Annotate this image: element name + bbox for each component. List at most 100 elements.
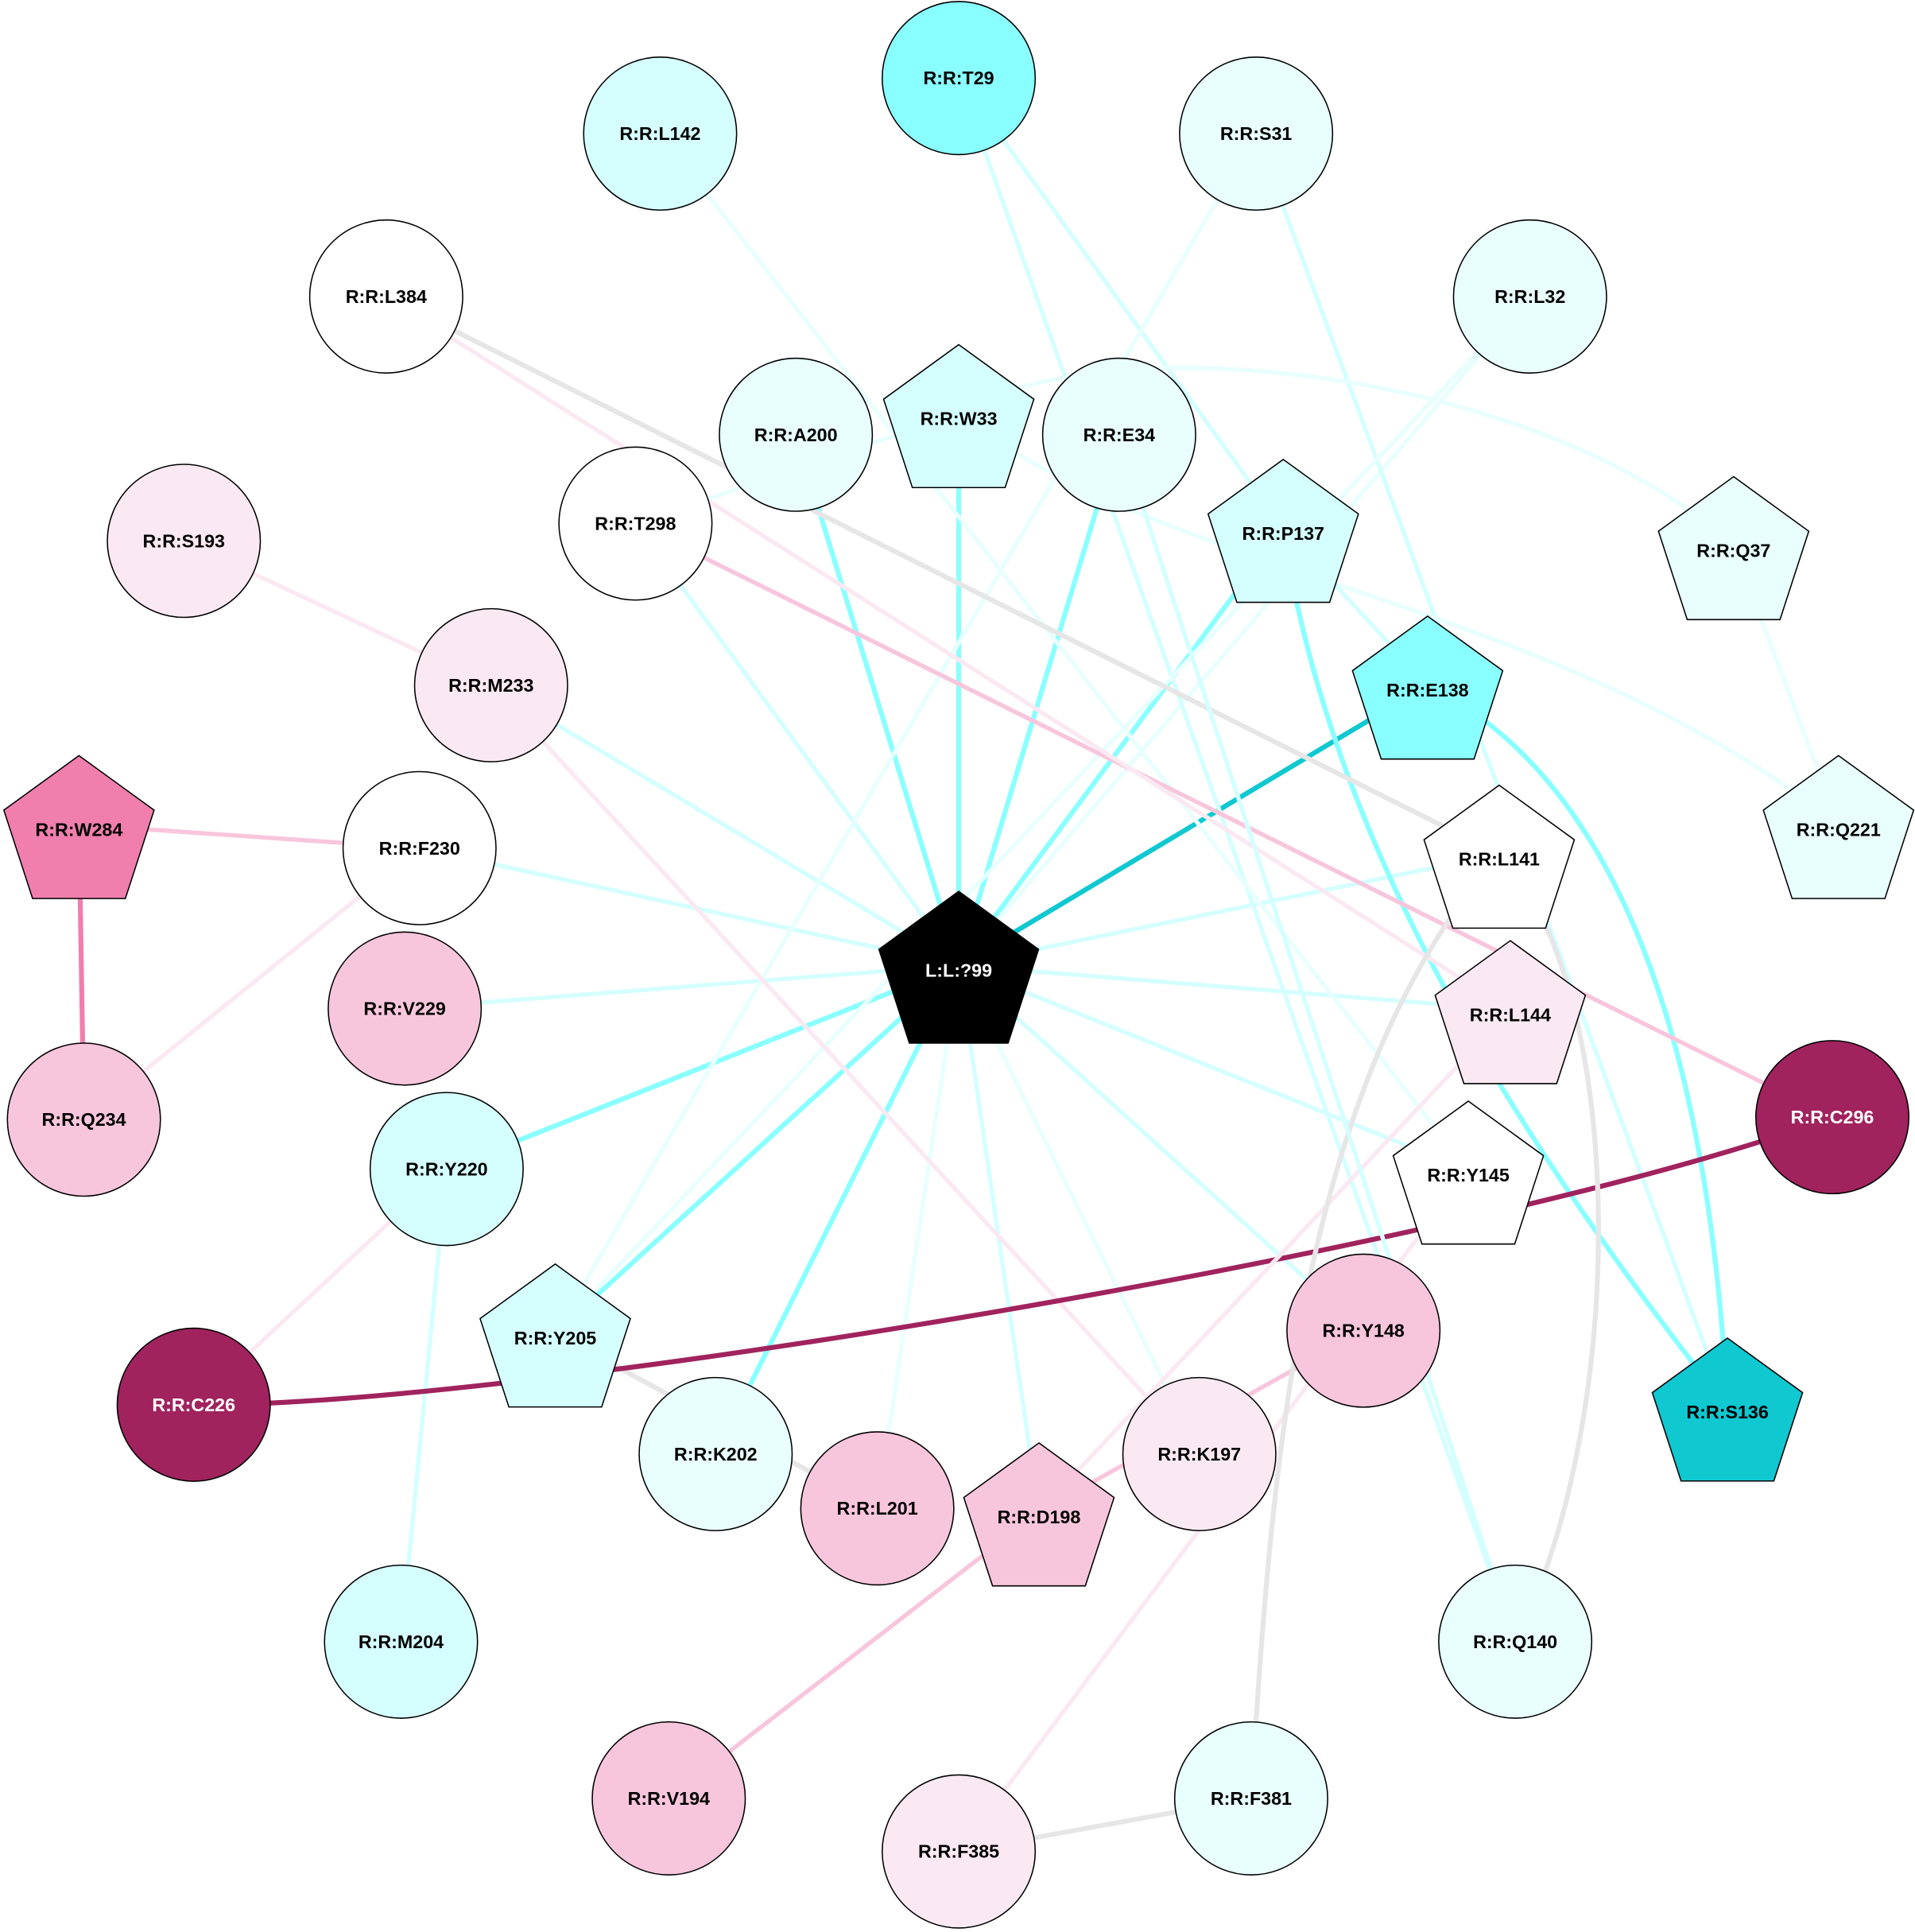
node-y205[interactable]: R:R:Y205 <box>479 1263 631 1408</box>
circle-node-shape <box>591 1721 746 1876</box>
circle-node-shape <box>800 1431 955 1586</box>
node-label: R:R:M204 <box>359 1631 444 1652</box>
node-l201[interactable]: R:R:L201 <box>800 1431 955 1586</box>
edge-m233-k197 <box>489 684 1201 1456</box>
edge-lig-m233 <box>490 683 960 968</box>
node-q234[interactable]: R:R:Q234 <box>6 1042 161 1197</box>
node-s193[interactable]: R:R:S193 <box>107 464 262 619</box>
node-f230[interactable]: R:R:F230 <box>342 770 497 925</box>
circle-node-shape <box>1754 1040 1910 1195</box>
node-v229[interactable]: R:R:V229 <box>328 931 483 1086</box>
node-l142[interactable]: R:R:L142 <box>583 56 738 211</box>
circle-node-shape <box>1179 56 1334 211</box>
edge-lig-l141 <box>958 852 1500 968</box>
node-c296[interactable]: R:R:C296 <box>1754 1040 1910 1195</box>
node-label: R:R:Q234 <box>42 1109 126 1130</box>
pentagon-node-shape <box>1762 755 1915 899</box>
pentagon-node-shape <box>882 343 1035 488</box>
node-s136[interactable]: R:R:S136 <box>1651 1337 1804 1482</box>
node-label: R:R:P137 <box>1242 523 1324 544</box>
node-a200[interactable]: R:R:A200 <box>719 357 874 512</box>
node-label: R:R:T29 <box>923 68 994 88</box>
pentagon-node-shape <box>878 890 1040 1044</box>
node-e138[interactable]: R:R:E138 <box>1351 615 1504 760</box>
node-c226[interactable]: R:R:C226 <box>116 1327 271 1482</box>
edge-lig-y205 <box>553 963 961 1336</box>
pentagon-node-shape <box>963 1441 1115 1587</box>
pentagon-node-shape <box>479 1263 631 1408</box>
node-label: R:R:C296 <box>1791 1107 1874 1127</box>
node-l32[interactable]: R:R:L32 <box>1452 219 1607 374</box>
node-m204[interactable]: R:R:M204 <box>324 1564 479 1719</box>
node-label: R:R:W284 <box>35 819 122 840</box>
edge-l144-d198 <box>1037 1008 1512 1514</box>
node-label: R:R:Y145 <box>1427 1165 1509 1185</box>
edge-d198-v194 <box>667 1510 1041 1801</box>
node-p137[interactable]: R:R:P137 <box>1207 458 1359 603</box>
node-lig[interactable]: L:L:?99 <box>878 890 1040 1044</box>
edge-lig-y145 <box>958 963 1470 1173</box>
node-label: R:R:W33 <box>921 409 998 429</box>
edge-w33-q37 <box>957 366 1735 548</box>
node-e34[interactable]: R:R:E34 <box>1041 357 1196 512</box>
node-f381[interactable]: R:R:F381 <box>1173 1721 1328 1876</box>
node-label: R:R:L201 <box>837 1498 918 1519</box>
node-y145[interactable]: R:R:Y145 <box>1392 1100 1545 1245</box>
node-label: L:L:?99 <box>925 960 992 980</box>
node-q221[interactable]: R:R:Q221 <box>1762 755 1915 899</box>
node-l141[interactable]: R:R:L141 <box>1423 784 1576 929</box>
node-label: R:R:E34 <box>1083 425 1156 445</box>
node-label: R:R:V194 <box>628 1788 710 1809</box>
circle-node-shape <box>1438 1564 1593 1719</box>
node-label: R:R:F381 <box>1211 1788 1292 1809</box>
node-label: R:R:S31 <box>1220 123 1293 144</box>
edge-lig-v229 <box>404 963 959 1011</box>
node-t29[interactable]: R:R:T29 <box>882 1 1037 156</box>
node-y148[interactable]: R:R:Y148 <box>1286 1253 1441 1408</box>
node-label: R:R:S193 <box>143 530 225 551</box>
circle-node-shape <box>882 1 1037 156</box>
node-t298[interactable]: R:R:T298 <box>558 446 713 601</box>
edge-y220-m204 <box>398 1169 449 1643</box>
node-k197[interactable]: R:R:K197 <box>1122 1376 1277 1531</box>
node-w284[interactable]: R:R:W284 <box>2 755 155 899</box>
node-label: R:R:T298 <box>595 514 676 534</box>
circle-node-shape <box>638 1376 793 1531</box>
edge-t298-c296 <box>634 522 1834 1119</box>
node-m233[interactable]: R:R:M233 <box>413 607 568 762</box>
node-v194[interactable]: R:R:V194 <box>591 1721 746 1876</box>
edge-lig-e138 <box>957 683 1429 968</box>
circle-node-shape <box>369 1092 524 1247</box>
node-k202[interactable]: R:R:K202 <box>638 1376 793 1531</box>
node-label: R:R:C226 <box>152 1395 235 1415</box>
node-s31[interactable]: R:R:S31 <box>1179 56 1334 211</box>
circle-node-shape <box>1286 1253 1441 1408</box>
node-label: R:R:Y148 <box>1322 1321 1404 1341</box>
pentagon-node-shape <box>1423 784 1576 929</box>
node-w33[interactable]: R:R:W33 <box>882 343 1035 488</box>
pentagon-node-shape <box>1392 1100 1545 1245</box>
circle-node-shape <box>882 1774 1037 1929</box>
edge-lig-f230 <box>419 846 959 968</box>
edge-lig-t298 <box>634 522 961 967</box>
edge-t29-q140 <box>956 77 1518 1643</box>
node-label: R:R:Q37 <box>1696 541 1770 561</box>
node-label: R:R:F385 <box>918 1841 999 1862</box>
node-y220[interactable]: R:R:Y220 <box>369 1092 524 1247</box>
pentagon-node-shape <box>1651 1337 1804 1482</box>
circle-node-shape <box>1041 357 1196 512</box>
node-label: R:R:L384 <box>346 286 427 307</box>
edge-lig-y148 <box>957 964 1365 1333</box>
node-d198[interactable]: R:R:D198 <box>963 1441 1115 1587</box>
node-l144[interactable]: R:R:L144 <box>1434 940 1587 1084</box>
node-l384[interactable]: R:R:L384 <box>308 219 463 374</box>
node-label: R:R:D198 <box>998 1507 1081 1527</box>
edge-l32-y205 <box>553 295 1532 1335</box>
node-q37[interactable]: R:R:Q37 <box>1657 475 1810 621</box>
circle-node-shape <box>328 931 483 1086</box>
node-label: R:R:Q221 <box>1797 819 1881 840</box>
node-label: R:R:K202 <box>674 1444 758 1465</box>
node-q140[interactable]: R:R:Q140 <box>1438 1564 1593 1719</box>
node-f385[interactable]: R:R:F385 <box>882 1774 1037 1929</box>
edge-l384-l144 <box>385 294 1512 1012</box>
